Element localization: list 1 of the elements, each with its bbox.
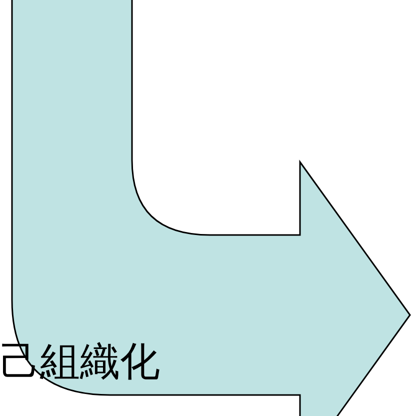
heading-text: 己組織化: [0, 338, 160, 387]
